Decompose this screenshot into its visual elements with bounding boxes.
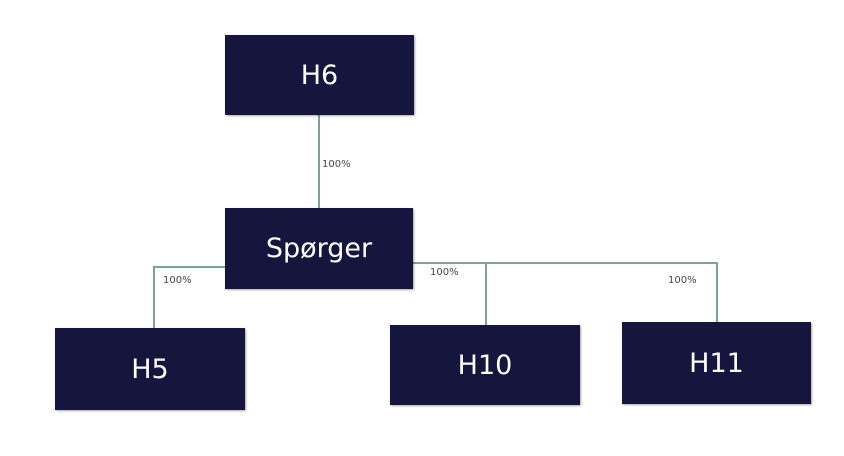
node-h5: H5: [55, 328, 245, 410]
edge-label-h6-sporger: 100%: [322, 159, 351, 170]
edge-sporger-h11-vertical: [716, 262, 718, 322]
edge-label-sporger-h11: 100%: [668, 275, 697, 286]
node-h6: H6: [225, 35, 414, 115]
edge-label-sporger-h5: 100%: [163, 275, 192, 286]
node-h10: H10: [390, 325, 580, 405]
edge-sporger-right-horizontal: [413, 262, 717, 264]
edge-sporger-h5-vertical: [153, 266, 155, 328]
node-sporger: Spørger: [225, 208, 413, 289]
edge-label-sporger-h10: 100%: [430, 267, 459, 278]
edge-sporger-h10-vertical: [485, 262, 487, 325]
edge-sporger-h5-horizontal: [153, 266, 225, 268]
node-h11: H11: [622, 322, 811, 404]
edge-h6-sporger: [318, 115, 320, 208]
